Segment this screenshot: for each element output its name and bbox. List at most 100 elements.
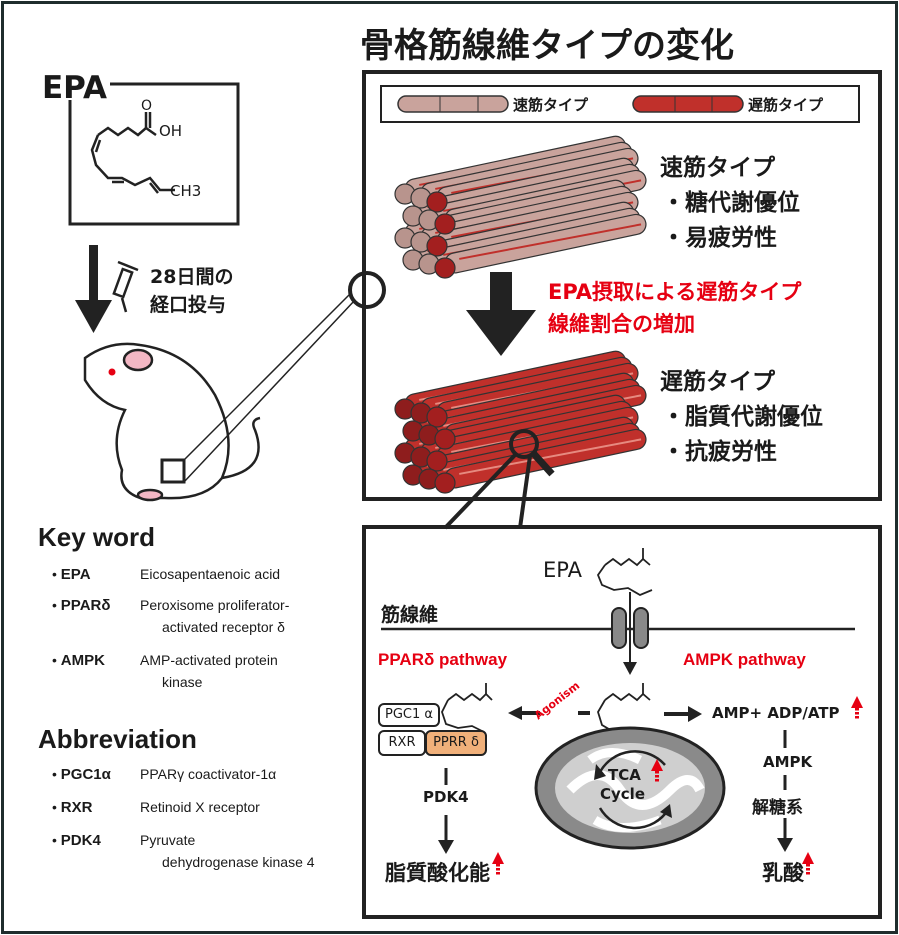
arrow-head <box>777 838 793 852</box>
slow-type-heading: 遅筋タイプ <box>660 369 775 395</box>
ampk-pathway-title: AMPK pathway <box>683 650 806 669</box>
oh-label: OH <box>159 122 183 140</box>
zoom-line <box>443 453 517 530</box>
bullet-icon: • <box>52 597 61 613</box>
pathway-epa-label: EPA <box>543 558 582 582</box>
bullet-icon: • <box>52 832 61 848</box>
arrow-head <box>438 840 454 854</box>
epa-molecule-icon <box>596 548 653 597</box>
dosing-line2: 経口投与 <box>150 294 227 316</box>
fiber-end <box>434 213 456 235</box>
legend-fast-label: 速筋タイプ <box>513 96 589 114</box>
fiber-end <box>426 191 448 213</box>
fast-fiber-bundle <box>394 135 647 279</box>
definition-item: • AMPK AMP-activated protein kinase <box>52 652 278 690</box>
fiber-end <box>426 235 448 257</box>
definition: Retinoid X receptor <box>140 799 260 815</box>
fiber-type-panel <box>362 70 882 501</box>
legend-box <box>380 85 860 123</box>
bullet-icon: • <box>52 652 61 668</box>
definition-cont: dehydrogenase kinase 4 <box>162 854 315 870</box>
glycolysis-label: 解糖系 <box>752 798 803 818</box>
muscle-fiber-label: 筋線維 <box>381 604 439 626</box>
keyword-heading: Key word <box>38 522 156 552</box>
fiber-end <box>426 450 448 472</box>
slow-type-item: ・脂質代謝優位 <box>662 404 823 430</box>
legend-slow-label: 遅筋タイプ <box>748 96 824 114</box>
fiber-end <box>434 257 456 279</box>
fiber-end <box>434 472 456 494</box>
definition-cont: activated receptor δ <box>162 619 285 635</box>
zoom-line <box>183 291 353 461</box>
definition: Peroxisome proliferator- <box>140 597 290 613</box>
channel-icon <box>611 607 649 649</box>
arrow-head <box>623 662 637 675</box>
ppar-pathway-title: PPARδ pathway <box>378 650 508 669</box>
dosing-line1: 28日間の <box>150 266 234 288</box>
definition: Eicosapentaenoic acid <box>140 566 281 582</box>
epa-label: EPA <box>42 70 108 106</box>
ch3-label: CH3 <box>170 182 202 200</box>
definition-item: • PDK4 Pyruvate dehydrogenase kinase 4 <box>52 832 315 870</box>
syringe-icon <box>112 260 139 313</box>
term: PGC1α <box>60 766 111 783</box>
abbreviation-heading: Abbreviation <box>38 724 197 754</box>
pgc1a-box: PGC1 α <box>378 703 440 727</box>
epa-molecule-icon <box>90 112 175 194</box>
bullet-icon: • <box>52 799 61 815</box>
pathway-panel <box>362 525 882 919</box>
zoom-line <box>183 299 356 483</box>
definition-item: • EPA Eicosapentaenoic acid <box>52 566 280 583</box>
definition: AMP-activated protein <box>140 652 278 668</box>
term: EPA <box>60 566 91 583</box>
cycle-label: Cycle <box>600 785 645 803</box>
lipid-oxidation-label: 脂質酸化能 <box>385 861 490 885</box>
legend-slow-fiber-icon <box>632 95 744 113</box>
definition: PPARγ coactivator-1α <box>140 766 277 782</box>
o-label: O <box>141 98 153 114</box>
mouse-illustration <box>83 342 261 502</box>
figure-title: 骨格筋線維タイプの変化 <box>360 26 734 66</box>
pdk4-label: PDK4 <box>423 788 469 806</box>
increase-arrow-icon <box>492 852 504 875</box>
term: AMPK <box>60 652 105 669</box>
mitochondria-illustration <box>534 726 726 850</box>
definition-cont: kinase <box>162 674 203 690</box>
big-arrow-down-icon <box>466 272 536 356</box>
amp-ratio-label: AMP+ ADP/ATP <box>712 704 840 722</box>
term: PDK4 <box>60 832 101 849</box>
effect-line2: 線維割合の増加 <box>548 312 695 336</box>
fiber-end <box>426 406 448 428</box>
definition-item: • RXR Retinoid X receptor <box>52 799 260 816</box>
zoom-circle <box>348 271 386 309</box>
tca-label: TCA <box>608 766 641 784</box>
rxr-box: RXR <box>378 730 426 756</box>
increase-arrow-icon <box>802 852 814 875</box>
legend-fast-fiber-icon <box>397 95 509 113</box>
bullet-icon: • <box>52 766 61 782</box>
magnifier-icon <box>509 429 555 477</box>
effect-line1: EPA摂取による遅筋タイプ <box>548 280 802 304</box>
epa-box <box>68 82 240 226</box>
slow-type-item: ・抗疲労性 <box>662 439 777 465</box>
bullet-icon: • <box>52 566 61 582</box>
increase-arrow-icon <box>851 696 863 719</box>
arrow-down-icon <box>75 245 112 333</box>
fast-type-item: ・易疲労性 <box>662 225 777 251</box>
fast-type-item: ・糖代謝優位 <box>662 190 800 216</box>
definition-item: • PGC1α PPARγ coactivator-1α <box>52 766 276 783</box>
definition: Pyruvate <box>140 832 196 848</box>
zoom-line <box>518 455 532 529</box>
slow-fiber-bundle <box>394 350 647 494</box>
fast-type-heading: 速筋タイプ <box>660 155 775 181</box>
increase-arrows <box>492 696 863 875</box>
term: PPARδ <box>60 597 111 614</box>
pprr-box: PPRR δ <box>425 730 487 756</box>
fiber-end <box>434 428 456 450</box>
lactate-label: 乳酸 <box>762 861 804 885</box>
term: RXR <box>60 799 93 816</box>
definition-item: • PPARδ Peroxisome proliferator-activated… <box>52 597 289 635</box>
